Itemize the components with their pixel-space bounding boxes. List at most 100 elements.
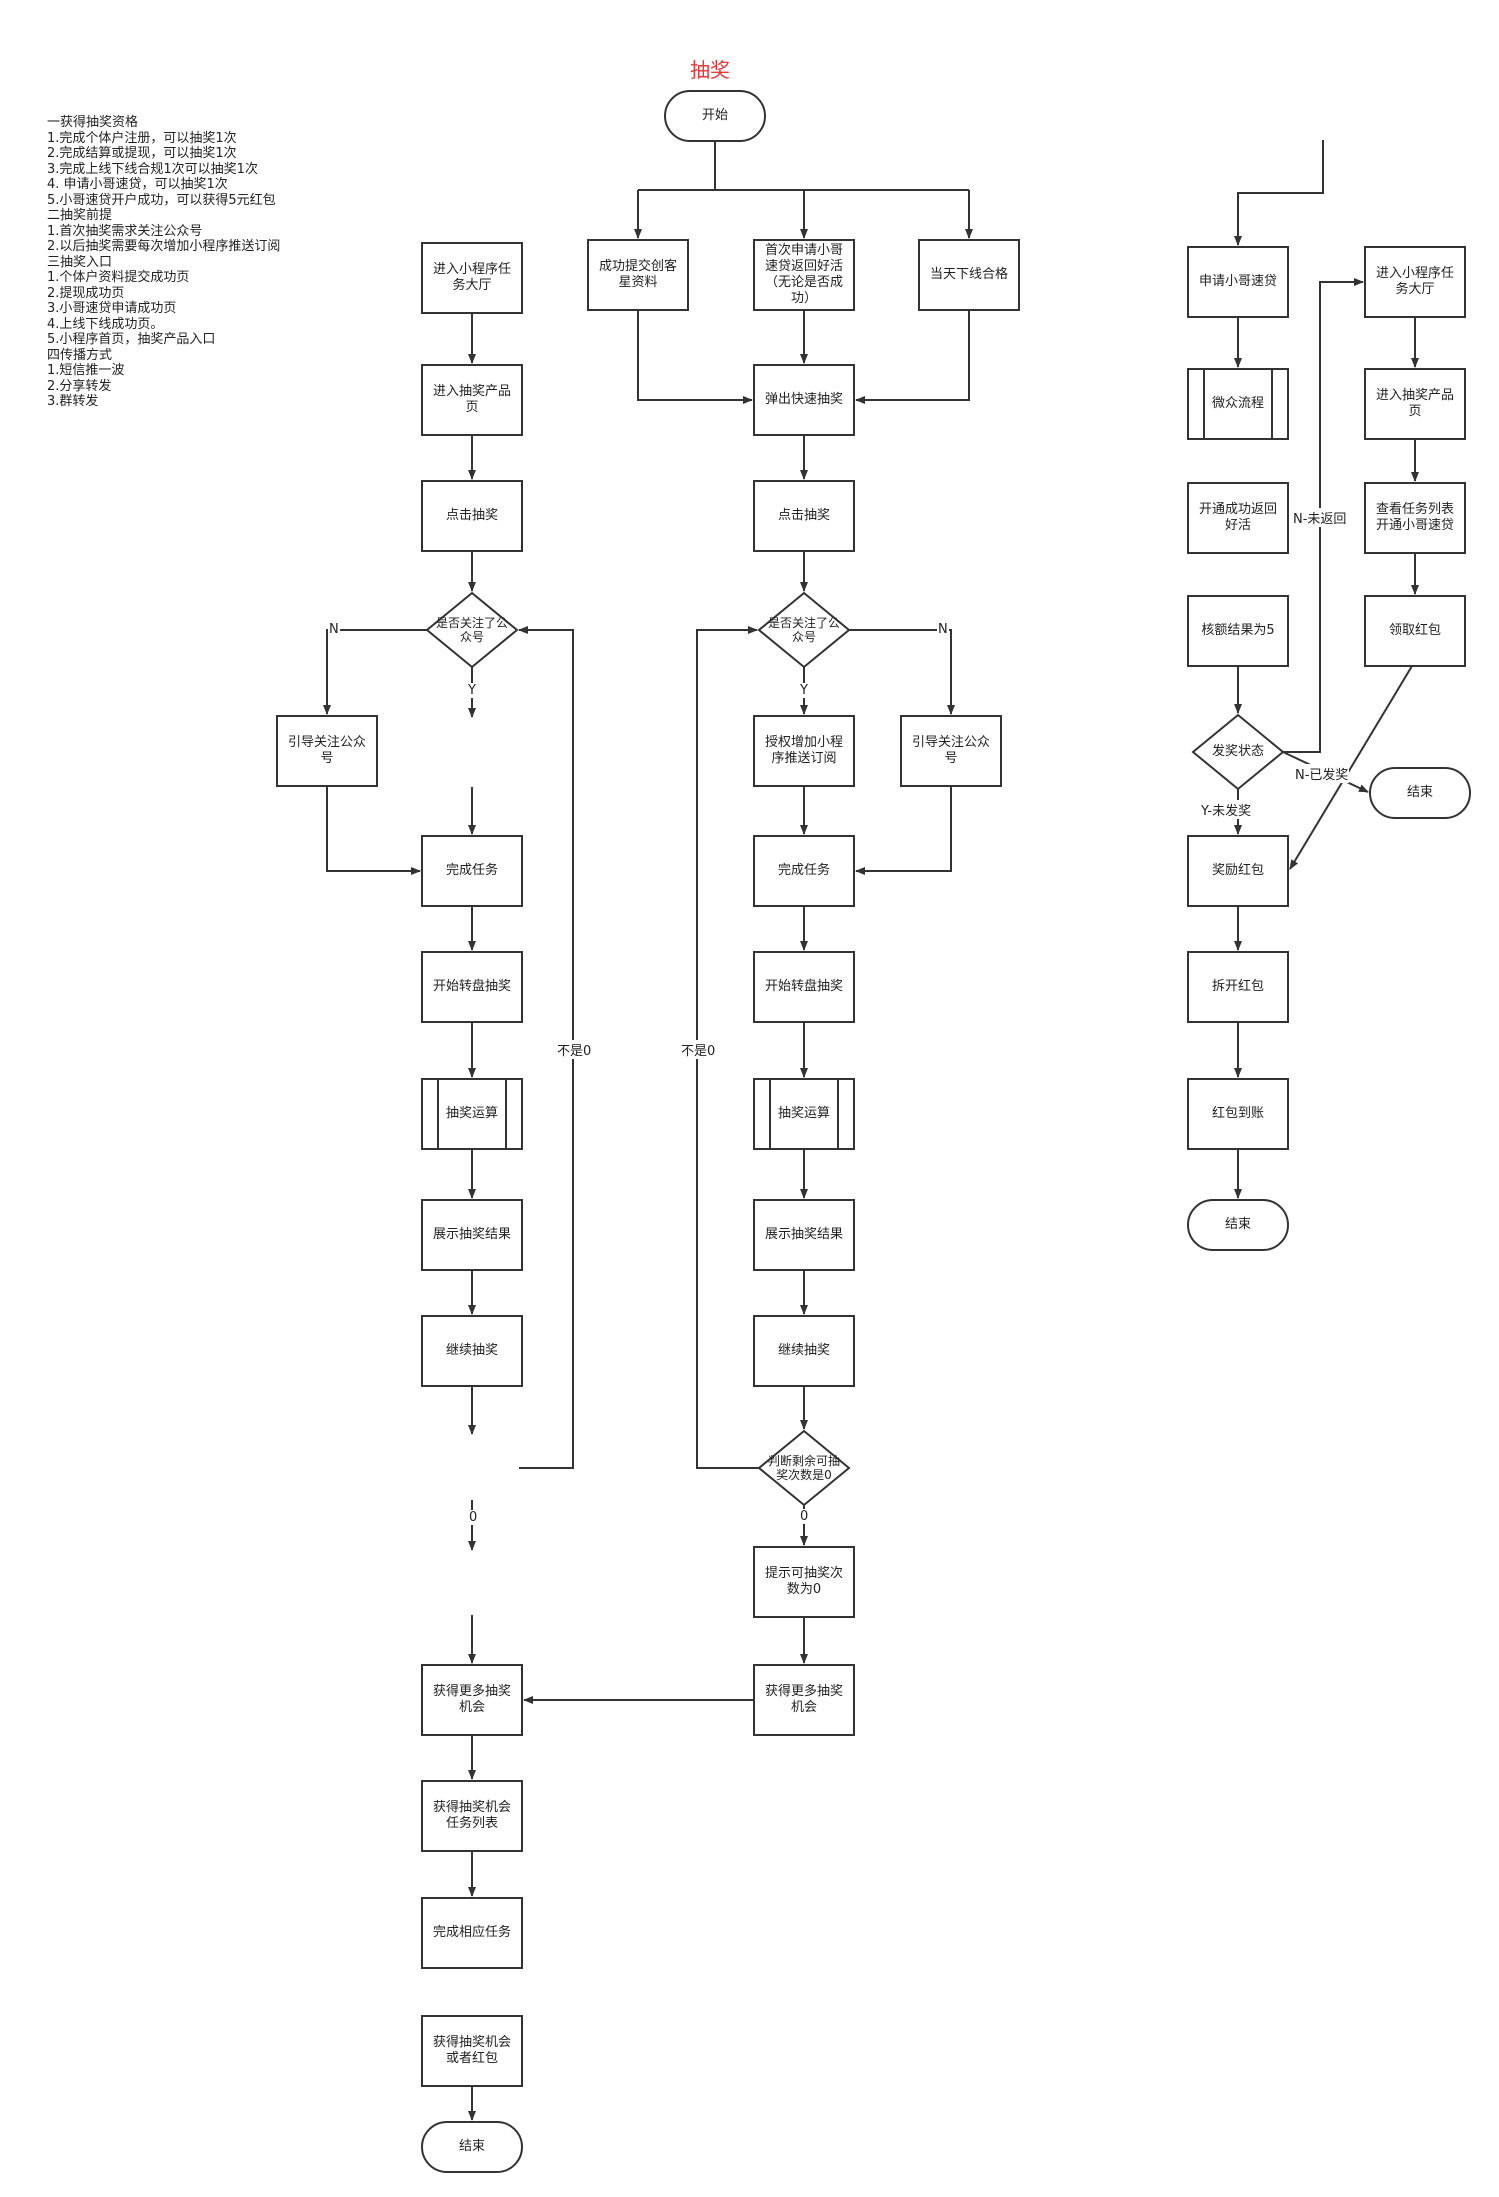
note-line: 二抽奖前提 (47, 208, 113, 223)
end-terminator (1187, 1199, 1289, 1251)
start-wheel-node: 开始转盘抽奖 (764, 979, 843, 994)
followed-account-decision: 是否关注了公众号 (435, 616, 508, 644)
get-more-chances-node: 获得更多抽奖机会 (432, 1684, 511, 1715)
edge-label-issued: N-已发奖 (1294, 764, 1350, 783)
apply-loan-node: 申请小哥速贷 (1198, 274, 1277, 289)
note-line: 3.完成上线下线合规1次可以抽奖1次 (47, 161, 258, 177)
edge-label-not-issued: Y-未发奖 (1200, 800, 1253, 819)
enter-lottery-page-node: 进入抽奖产品页 (1375, 388, 1454, 419)
diagram-title: 抽奖 (690, 58, 730, 82)
enter-task-hall-node: 进入小程序任务大厅 (1375, 266, 1454, 297)
edge-label-yes: Y (467, 683, 477, 698)
complete-task-node: 完成任务 (445, 863, 498, 878)
end-node: 结束 (1224, 1217, 1251, 1232)
connector-arrow (849, 629, 955, 715)
process-box (421, 951, 523, 1023)
note-line: 5.小程序首页，抽奖产品入口 (47, 332, 216, 347)
process-box (1187, 595, 1289, 667)
start-wheel-node: 开始转盘抽奖 (432, 979, 511, 994)
process-box (1364, 595, 1466, 667)
process-box (276, 715, 378, 787)
continue-lottery-node: 继续抽奖 (777, 1343, 830, 1358)
note-line: 3.小哥速贷申请成功页 (47, 301, 177, 316)
process-box (1187, 246, 1289, 318)
edge-label-not-returned: N-未返回 (1292, 508, 1348, 527)
process-box (421, 1897, 523, 1969)
process-box (421, 242, 523, 314)
connector-arrow (1289, 665, 1413, 870)
start-node: 开始 (701, 108, 728, 123)
finish-tasks-node: 完成相应任务 (432, 1925, 511, 1940)
issue-status-decision: 发奖状态 (1211, 744, 1264, 759)
lottery-calc-node: 抽奖运算 (445, 1106, 498, 1121)
process-box (753, 239, 855, 311)
process-box (1364, 368, 1466, 440)
note-line: 2.提现成功页 (47, 285, 125, 301)
process-box (421, 1315, 523, 1387)
first-loan-apply-node: 首次申请小哥速贷返回好活（无论是否成功） (764, 243, 843, 306)
zero-chances-tip-node: 提示可抽奖次数为0 (764, 1566, 843, 1597)
note-line: 5.小哥速贷开户成功，可以获得5元红包 (47, 192, 276, 208)
connector-arrow (326, 786, 421, 875)
connector-arrow (637, 310, 753, 404)
receive-redpacket-node: 领取红包 (1388, 623, 1441, 638)
note-line: 2.分享转发 (47, 378, 112, 394)
click-lottery-node: 点击抽奖 (445, 508, 498, 523)
note-line: 1.个体户资料提交成功页 (47, 270, 190, 285)
authorize-subscription-node: 授权增加小程序推送订阅 (764, 735, 843, 766)
edge-label-yes: Y (799, 683, 809, 698)
continue-lottery-node: 继续抽奖 (445, 1343, 498, 1358)
remaining-chances-decision: 判断剩余可抽奖次数是0 (767, 1454, 840, 1482)
edge-label-no: N (937, 622, 949, 637)
edge-label-not-zero: 不是0 (556, 1040, 593, 1059)
submit-maker-info-node: 成功提交创客星资料 (598, 259, 677, 290)
process-box (1187, 835, 1289, 907)
process-box (753, 1546, 855, 1618)
note-line: 2.完成结算或提现，可以抽奖1次 (47, 146, 237, 161)
process-box (753, 1199, 855, 1271)
guide-follow-node: 引导关注公众号 (287, 735, 366, 766)
end-terminator (421, 2121, 523, 2173)
edge-label-zero: 0 (468, 1510, 479, 1525)
process-box (421, 1780, 523, 1852)
open-redpacket-node: 拆开红包 (1211, 979, 1264, 994)
process-box (421, 364, 523, 436)
chance-task-list-node: 获得抽奖机会任务列表 (432, 1800, 511, 1831)
note-line: 三抽奖入口 (47, 254, 113, 270)
connector-arrow (323, 629, 427, 715)
note-line: 四传播方式 (47, 347, 113, 363)
end-node: 结束 (458, 2139, 485, 2154)
show-result-node: 展示抽奖结果 (432, 1227, 511, 1242)
process-box (1187, 1078, 1289, 1150)
gain-chance-or-redpacket-node: 获得抽奖机会或者红包 (432, 2035, 511, 2066)
process-box (900, 715, 1002, 787)
get-more-chances-node: 获得更多抽奖机会 (764, 1684, 843, 1715)
edge-label-zero: 0 (799, 1509, 810, 1524)
note-line: 一获得抽奖资格 (47, 115, 139, 130)
webank-flow-node: 微众流程 (1211, 396, 1264, 411)
quota-result-node: 核额结果为5 (1201, 623, 1275, 638)
process-box (753, 1315, 855, 1387)
reward-redpacket-node: 奖励红包 (1211, 863, 1264, 878)
offline-qualified-node: 当天下线合格 (929, 267, 1008, 282)
connector-arrow (1234, 140, 1324, 246)
process-box (421, 480, 523, 552)
process-box (1187, 482, 1289, 554)
note-line: 4. 申请小哥速贷，可以抽奖1次 (47, 177, 228, 192)
edge-label-not-zero: 不是0 (680, 1040, 717, 1059)
end-node: 结束 (1406, 785, 1433, 800)
quick-lottery-popup-node: 弹出快速抽奖 (764, 392, 843, 407)
click-lottery-node: 点击抽奖 (777, 508, 830, 523)
enter-lottery-page-node: 进入抽奖产品页 (432, 384, 511, 415)
process-box (753, 480, 855, 552)
connector-arrow (855, 310, 970, 404)
note-line: 1.首次抽奖需求关注公众号 (47, 223, 203, 239)
view-task-list-node: 查看任务列表开通小哥速贷 (1375, 502, 1454, 533)
requirements-notes: 一获得抽奖资格 1.完成个体户注册，可以抽奖1次 2.完成结算或提现，可以抽奖1… (47, 115, 280, 410)
process-box (753, 715, 855, 787)
note-line: 1.短信推一波 (47, 363, 125, 378)
process-box (421, 1664, 523, 1736)
note-line: 2.以后抽奖需要每次增加小程序推送订阅 (47, 239, 281, 254)
end-terminator (1369, 767, 1471, 819)
